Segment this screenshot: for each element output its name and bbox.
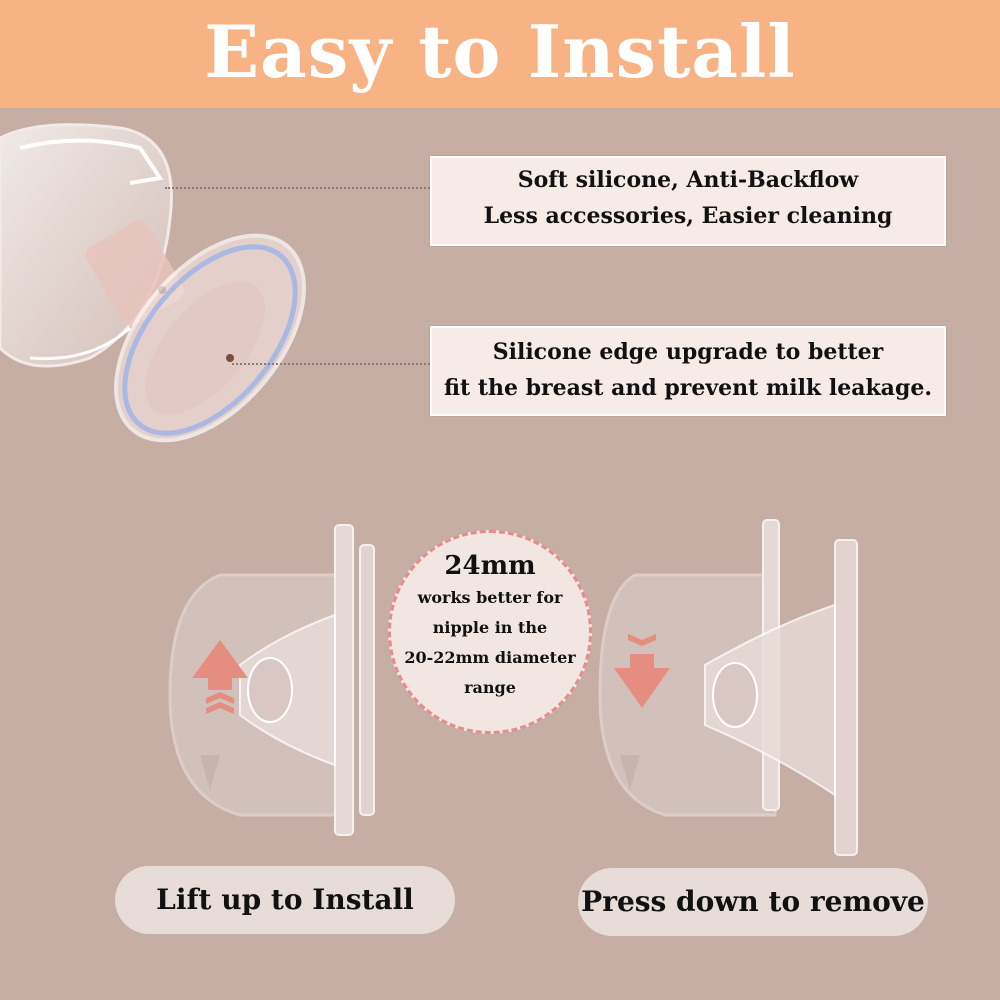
remove-label: Press down to remove	[578, 868, 928, 936]
breast-shield-image	[0, 123, 306, 443]
badge-line: 20-22mm diameter	[404, 648, 576, 667]
callout-line: Soft silicone, Anti-Backflow	[517, 167, 859, 193]
badge-line: works better for	[417, 588, 563, 607]
feature-callout-edge: Silicone edge upgrade to better fit the …	[430, 326, 946, 416]
header-banner: Easy to Install	[0, 0, 1000, 108]
cup-remove-image	[598, 519, 858, 856]
leader-line-1	[165, 187, 430, 189]
size-badge: 24mm works better for nipple in the 20-2…	[388, 530, 592, 734]
page-title: Easy to Install	[204, 9, 796, 94]
badge-line: range	[464, 678, 516, 697]
callout-line: fit the breast and prevent milk leakage.	[444, 375, 932, 401]
callout-line: Less accessories, Easier cleaning	[483, 203, 893, 229]
arrow-up-icon	[192, 640, 248, 714]
badge-line: nipple in the	[432, 618, 548, 637]
cup-install-image	[168, 524, 375, 836]
badge-size: 24mm	[444, 551, 536, 581]
install-label: Lift up to Install	[115, 866, 455, 934]
feature-callout-silicone: Soft silicone, Anti-Backflow Less access…	[430, 156, 946, 246]
arrow-down-icon	[614, 634, 670, 708]
callout-line: Silicone edge upgrade to better	[492, 339, 884, 365]
leader-line-2	[232, 363, 430, 365]
